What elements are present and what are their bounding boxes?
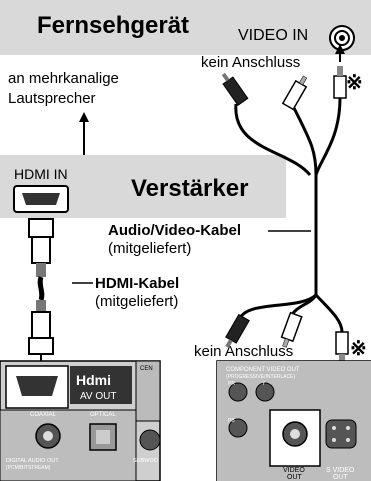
player-left-panel — [0, 360, 161, 481]
speaker-label-line2: Lautsprecher — [8, 90, 96, 107]
hdmi-cable-note: (mitgeliefert) — [95, 293, 179, 310]
no-connection-label-bottom: kein Anschluss — [194, 343, 294, 360]
pr-label: PR — [228, 381, 235, 387]
no-connection-label-top: kein Anschluss — [201, 54, 301, 71]
optical-label: OPTICAL — [90, 412, 116, 418]
video-out-label-2: OUT — [287, 474, 303, 481]
av-cable-name: Audio/Video-Kabel — [108, 222, 242, 239]
note-mark-top: ※ — [346, 72, 363, 94]
video-out-label-1: VIDEO — [283, 467, 305, 474]
pb-label: PB — [228, 418, 235, 424]
tv-video-in-jack-icon — [329, 25, 355, 51]
pcm-bitstream-label: (PCM/BITSTREAM) — [6, 465, 51, 471]
progressive-label: (PROGRESSIVE/INTERLACE) — [226, 374, 296, 380]
y-label: Y — [262, 381, 266, 387]
coaxial-label: COAXIAL — [30, 412, 57, 418]
amplifier-title: Verstärker — [131, 175, 249, 202]
center-partial-label: CEN — [140, 366, 153, 372]
hdmi-logo-text: Hdmi — [76, 372, 111, 388]
amplifier-hdmi-in-label: HDMI IN — [14, 166, 68, 182]
video-in-arrow-icon — [335, 44, 345, 62]
tv-title: Fernsehgerät — [37, 12, 190, 39]
tv-panel — [0, 0, 371, 55]
note-mark-bottom: ※ — [350, 338, 367, 360]
hdmi-cable-name: HDMI-Kabel — [95, 275, 180, 292]
component-video-out-label: COMPONENT VIDEO OUT — [226, 367, 300, 373]
av-cable-note: (mitgeliefert) — [108, 240, 192, 257]
av-cable-top-plugs-icon — [221, 66, 347, 111]
player-right-panel — [216, 360, 371, 481]
subwoofer-partial-label: SUBWOO — [133, 458, 159, 464]
av-cable-bottom-plugs-icon — [225, 311, 349, 364]
amplifier-hdmi-port-icon — [13, 185, 69, 213]
digital-audio-out-label: DIGITAL AUDIO OUT — [6, 458, 59, 464]
svideo-out-label-2: OUT — [333, 474, 349, 481]
hdmi-cable-icon — [28, 218, 54, 374]
speaker-label-line1: an mehrkanalige — [8, 70, 119, 87]
tv-video-in-label: VIDEO IN — [238, 27, 309, 44]
av-out-label: AV OUT — [80, 391, 116, 402]
speaker-arrow-icon — [79, 112, 89, 155]
av-cable-wires — [234, 97, 344, 333]
svideo-out-label-1: S VIDEO — [326, 467, 355, 474]
